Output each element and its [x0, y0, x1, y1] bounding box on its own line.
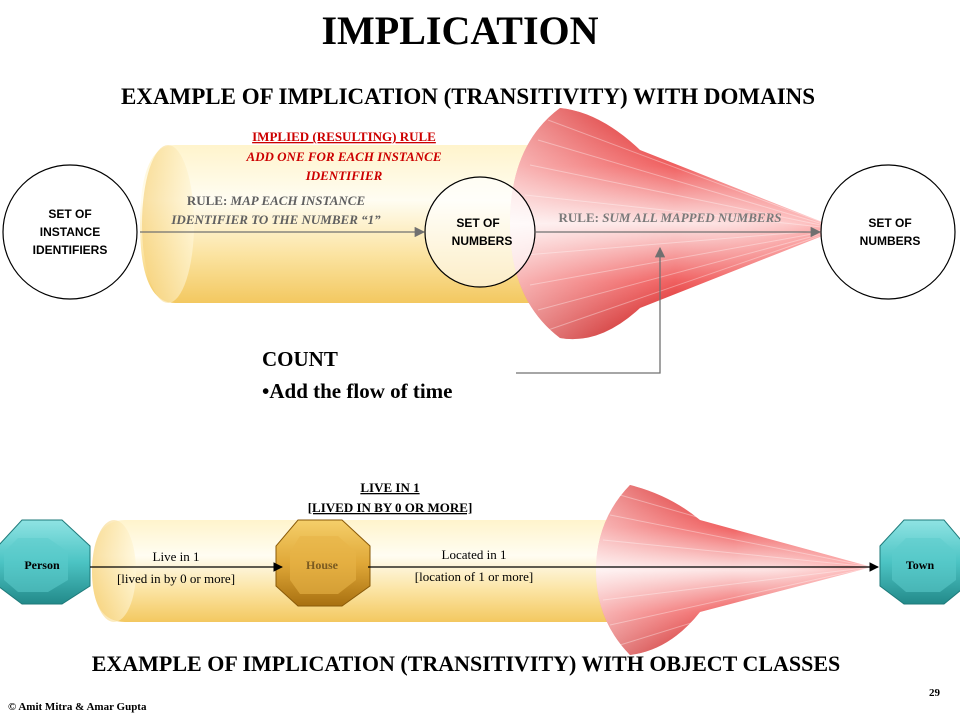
- svg-text:IMPLIED (RESULTING) RULE: IMPLIED (RESULTING) RULE: [252, 129, 436, 144]
- top-heading: EXAMPLE OF IMPLICATION (TRANSITIVITY) WI…: [121, 84, 815, 109]
- svg-text:NUMBERS: NUMBERS: [860, 234, 921, 248]
- rel-live-in-label: Live in 1: [153, 549, 200, 564]
- person-label: Person: [24, 558, 60, 572]
- svg-text:IDENTIFIER TO THE NUMBER “1”: IDENTIFIER TO THE NUMBER “1”: [170, 212, 381, 227]
- page-number: 29: [929, 687, 941, 699]
- copyright: © Amit Mitra & Amar Gupta: [8, 701, 147, 713]
- bottom-heading: EXAMPLE OF IMPLICATION (TRANSITIVITY) WI…: [92, 651, 841, 676]
- page-title: IMPLICATION: [321, 8, 598, 53]
- live-in-1-label: LIVE IN 1: [360, 480, 419, 495]
- svg-text:IDENTIFIERS: IDENTIFIERS: [33, 243, 108, 257]
- bottom-cone-shade: [596, 485, 872, 655]
- town-label: Town: [906, 558, 935, 572]
- lived-in-by-label: [LIVED IN BY 0 OR MORE]: [308, 500, 473, 515]
- svg-text:INSTANCE: INSTANCE: [40, 225, 100, 239]
- callout-flow-of-time: •Add the flow of time: [262, 379, 453, 403]
- rule-map-to-one-label: RULE: MAP EACH INSTANCE IDENTIFIER TO TH…: [170, 193, 381, 227]
- house-object: House: [275, 519, 371, 607]
- svg-text:SET OF: SET OF: [48, 207, 91, 221]
- house-label: House: [306, 558, 339, 572]
- top-cone-shade: [510, 108, 840, 340]
- town-object: Town: [879, 519, 960, 605]
- rel-lived-in-by-label: [lived in by 0 or more]: [117, 571, 235, 586]
- circle-instance-identifiers: SET OF INSTANCE IDENTIFIERS: [2, 164, 138, 300]
- top-diagram: SET OF INSTANCE IDENTIFIERS SET OF NUMBE…: [2, 108, 956, 403]
- svg-text:SET OF: SET OF: [868, 216, 911, 230]
- person-object: Person: [0, 519, 91, 605]
- top-cone-bands: [524, 119, 841, 331]
- svg-text:NUMBERS: NUMBERS: [452, 234, 513, 248]
- bottom-diagram: LIVE IN 1 [LIVED IN BY 0 OR MORE] Person…: [0, 480, 960, 655]
- callout-connector: [516, 246, 666, 374]
- rel-location-of-label: [location of 1 or more]: [415, 569, 533, 584]
- rel-located-in-label: Located in 1: [442, 547, 507, 562]
- callout-count: COUNT: [262, 347, 338, 371]
- svg-text:RULE: MAP EACH INSTANCE: RULE: MAP EACH INSTANCE: [187, 193, 366, 208]
- rule-sum-label: RULE: SUM ALL MAPPED NUMBERS: [559, 210, 782, 225]
- bottom-cone-bands: [602, 494, 873, 646]
- svg-text:ADD ONE FOR EACH INSTANCE: ADD ONE FOR EACH INSTANCE: [245, 149, 441, 164]
- top-tube-cap: [142, 145, 194, 303]
- bottom-tube-cap: [92, 520, 136, 622]
- svg-text:SET OF: SET OF: [456, 216, 499, 230]
- implied-rule-label: IMPLIED (RESULTING) RULE ADD ONE FOR EAC…: [245, 129, 441, 183]
- circle-numbers-middle: SET OF NUMBERS: [424, 176, 536, 288]
- svg-text:IDENTIFIER: IDENTIFIER: [305, 168, 383, 183]
- bottom-tube: [92, 520, 660, 622]
- circle-numbers-right: SET OF NUMBERS: [820, 164, 956, 300]
